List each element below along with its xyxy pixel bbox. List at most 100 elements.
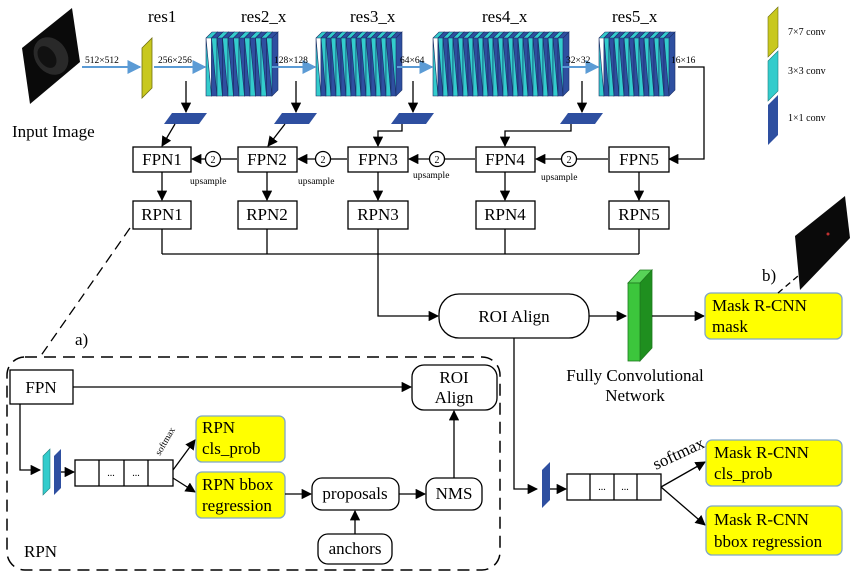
rpn5-label: RPN5 [618,205,660,224]
rpn1-label: RPN1 [141,205,183,224]
rpn-detail-title: RPN [24,542,57,561]
cls-output-line2: cls_prob [714,464,773,483]
mask-output-line1: Mask R-CNN [712,296,807,315]
svg-text:...: ... [598,482,606,493]
fpn3-label: FPN3 [358,150,398,169]
cls-output-box [705,439,843,487]
head-1x1-conv [542,462,550,508]
rpn-cls-line2: cls_prob [202,439,261,458]
input-size: 512×512 [85,56,119,66]
res4-output-size: 32×32 [566,56,591,66]
detail-roi-line2: Align [435,388,474,407]
res3-block [315,31,403,97]
bbox-output-box [705,505,843,556]
anchors-label: anchors [329,539,382,558]
conv-layer [390,31,403,97]
detail-softmax-label: softmax [153,425,178,457]
svg-text:...: ... [621,482,629,493]
softmax-label: softmax [650,433,708,474]
legend-swatch-7x7 [767,6,779,58]
fcn-label-line2: Network [605,386,665,405]
mask-output-box [704,292,843,340]
rpn-merge-bus [161,229,640,322]
legend-label-1x1: 1×1 conv [788,113,826,124]
stage-res3-label: res3_x [350,7,396,26]
input-image-label: Input Image [12,122,95,141]
upsample-circle [314,150,332,168]
head-feature-vector: ... ... [566,473,662,501]
svg-text:...: ... [107,468,115,479]
mask-output-line2: mask [712,317,748,336]
detail-roi-line1: ROI [439,368,469,387]
upsample-label: upsample [298,177,334,187]
res5-output-size: 16×16 [671,56,696,66]
fcn-block [627,268,653,363]
label-b: b) [762,266,776,285]
fpn5-label: FPN5 [619,150,659,169]
detail-fpn-label: FPN [25,378,56,397]
res1-output-size: 256×256 [158,56,192,66]
stage-res2-label: res2_x [241,7,287,26]
nms-label: NMS [436,484,473,503]
rpn-bbox-line2: regression [202,496,272,515]
proposals-label: proposals [322,484,387,503]
label-a: a) [75,330,88,349]
svg-text:2: 2 [435,155,440,166]
rpn-detail-frame [6,356,501,571]
fpn4-label: FPN4 [485,150,525,169]
conv-layer [266,31,279,97]
legend-label-7x7: 7×7 conv [788,27,826,38]
conv-layer [557,31,570,97]
conv-layer [663,31,676,97]
rpn2-box [237,200,298,230]
rpn5-box [608,200,670,230]
res4-block [432,31,570,97]
fpn4-box [475,146,536,173]
rpn2-label: RPN2 [246,205,288,224]
detail-conv1x1 [54,449,61,495]
svg-text:2: 2 [567,155,572,166]
fpn1-label: FPN1 [142,150,182,169]
rpn-cls-box [195,415,286,463]
legend-label-3x3: 3×3 conv [788,66,826,77]
rpn-cls-line1: RPN [202,418,235,437]
res2-block [205,31,279,97]
lateral-1x1-conv-1 [164,113,207,124]
rpn3-label: RPN3 [357,205,399,224]
upsample-links: 2 upsample 2 upsample 2 upsample 2 upsam… [190,150,608,187]
res1-conv7x7 [141,37,153,99]
rpn-bbox-line1: RPN bbox [202,475,274,494]
res5-block [598,31,676,97]
bbox-output-line2: bbox regression [714,532,823,551]
stage-res5-label: res5_x [612,7,658,26]
cls-output-line1: Mask R-CNN [714,443,809,462]
svg-text:...: ... [132,468,140,479]
stage-res4-label: res4_x [482,7,528,26]
legend-swatch-1x1 [768,95,778,145]
lateral-1x1-conv-3 [391,113,434,124]
bbox-output-line1: Mask R-CNN [714,510,809,529]
fpn2-label: FPN2 [247,150,287,169]
fcn-label-line1: Fully Convolutional [566,366,704,385]
upsample-circle [428,150,446,168]
rpn4-box [475,200,536,230]
legend: 7×7 conv 3×3 conv 1×1 conv [767,6,826,145]
res3-output-size: 64×64 [400,56,425,66]
mask-output-image [795,196,850,290]
fpn2-box [237,146,298,173]
lateral-1x1-conv-2 [274,113,317,124]
legend-swatch-3x3 [767,50,779,102]
rpn1-box [132,200,192,230]
upsample-label: upsample [541,173,577,183]
detail-conv3x3 [42,448,51,496]
detail-feature-vector: ... ... [74,459,174,487]
stage-res1-label: res1 [148,7,176,26]
rpn-bbox-box [195,471,286,519]
upsample-label: upsample [413,171,449,181]
roi-align-label: ROI Align [478,307,550,326]
input-image [22,8,80,104]
upsample-label: upsample [190,177,226,187]
lateral-1x1-conv-4 [560,113,603,124]
upsample-circle [560,150,578,168]
